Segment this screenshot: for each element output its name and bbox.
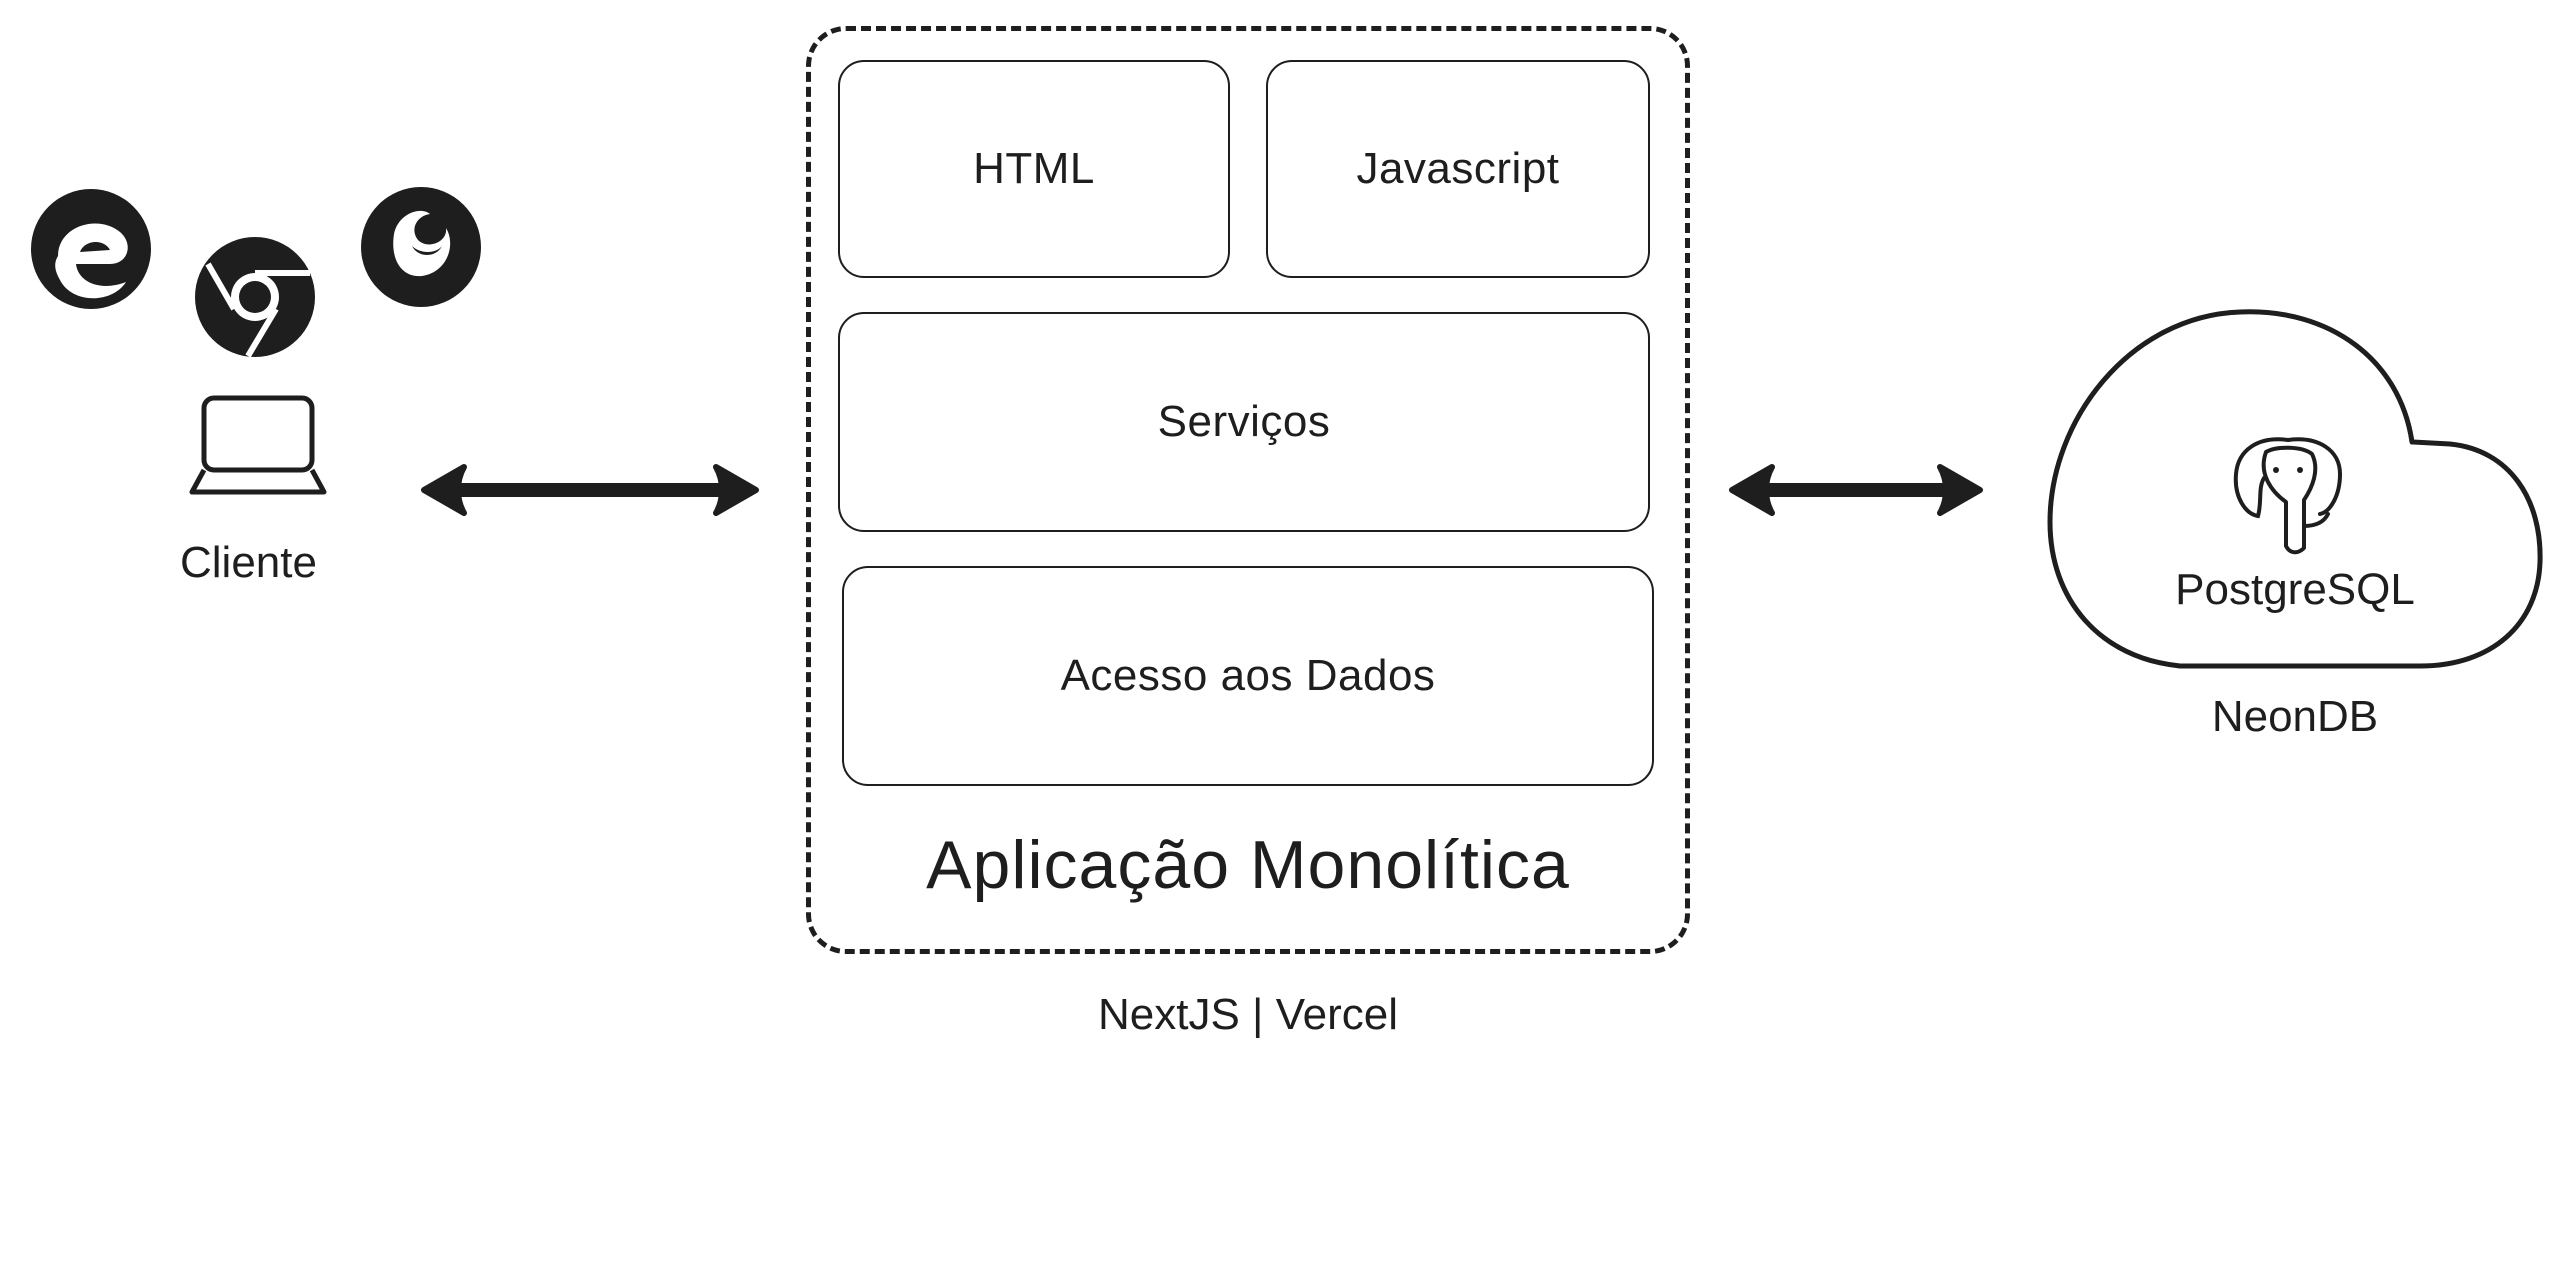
client-label: Cliente	[180, 538, 317, 587]
data-access-layer-label: Acesso aos Dados	[1060, 651, 1436, 700]
html-layer-label: HTML	[973, 144, 1095, 193]
data-access-layer: Acesso aos Dados	[842, 566, 1654, 786]
laptop-icon	[189, 395, 327, 495]
cloud-shape	[2047, 309, 2543, 669]
javascript-layer-label: Javascript	[1356, 144, 1560, 193]
app-database-arrow	[1729, 464, 1983, 516]
postgresql-elephant-icon	[2233, 437, 2343, 555]
client-app-arrow	[421, 464, 759, 516]
database-engine-label: PostgreSQL	[2175, 565, 2415, 614]
services-layer-label: Serviços	[1157, 397, 1331, 446]
html-layer: HTML	[838, 60, 1230, 278]
app-title: Aplicação Monolítica	[926, 827, 1570, 903]
chrome-browser-icon	[195, 237, 315, 358]
javascript-layer: Javascript	[1266, 60, 1650, 278]
firefox-browser-icon	[361, 187, 481, 307]
database-provider-label: NeonDB	[2211, 692, 2379, 741]
services-layer: Serviços	[838, 312, 1650, 532]
client-group: Cliente	[20, 180, 500, 600]
platform-label: NextJS | Vercel	[1098, 990, 1398, 1039]
monolith-container	[806, 26, 1690, 954]
edge-browser-icon	[31, 189, 151, 309]
